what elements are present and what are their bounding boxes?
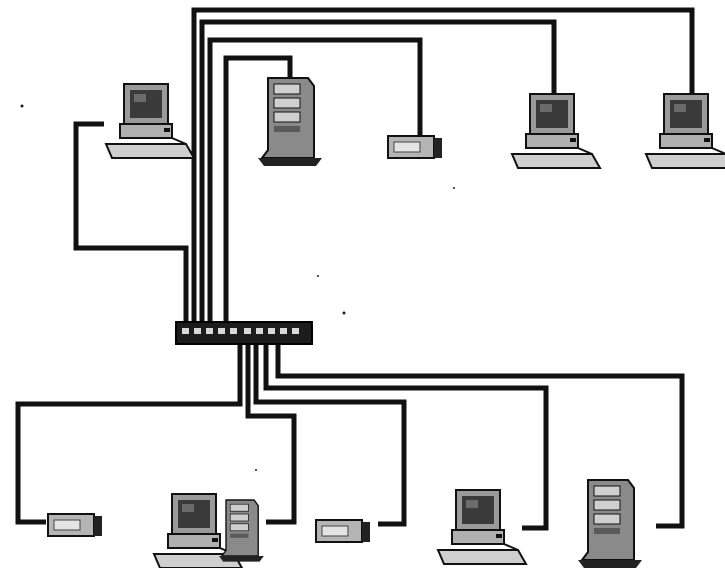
top-server-icon [258,78,322,166]
bottom-printer-mid-icon [316,520,370,542]
top-workstation-right-icon [646,94,725,168]
cable-top-workstation-mid [202,22,554,324]
bottom-printer-left-icon [48,514,102,536]
bottom-workstation-icon [438,490,526,564]
cable-group [18,10,692,528]
bottom-desktop-with-tower-icon [154,494,264,568]
top-printer-icon [388,136,442,158]
scan-specks [21,105,456,472]
network-hub [176,322,312,344]
cable-top-printer [210,40,420,324]
bottom-server-icon [578,480,642,568]
top-workstation-mid-icon [512,94,600,168]
top-workstation-left-icon [106,84,194,158]
